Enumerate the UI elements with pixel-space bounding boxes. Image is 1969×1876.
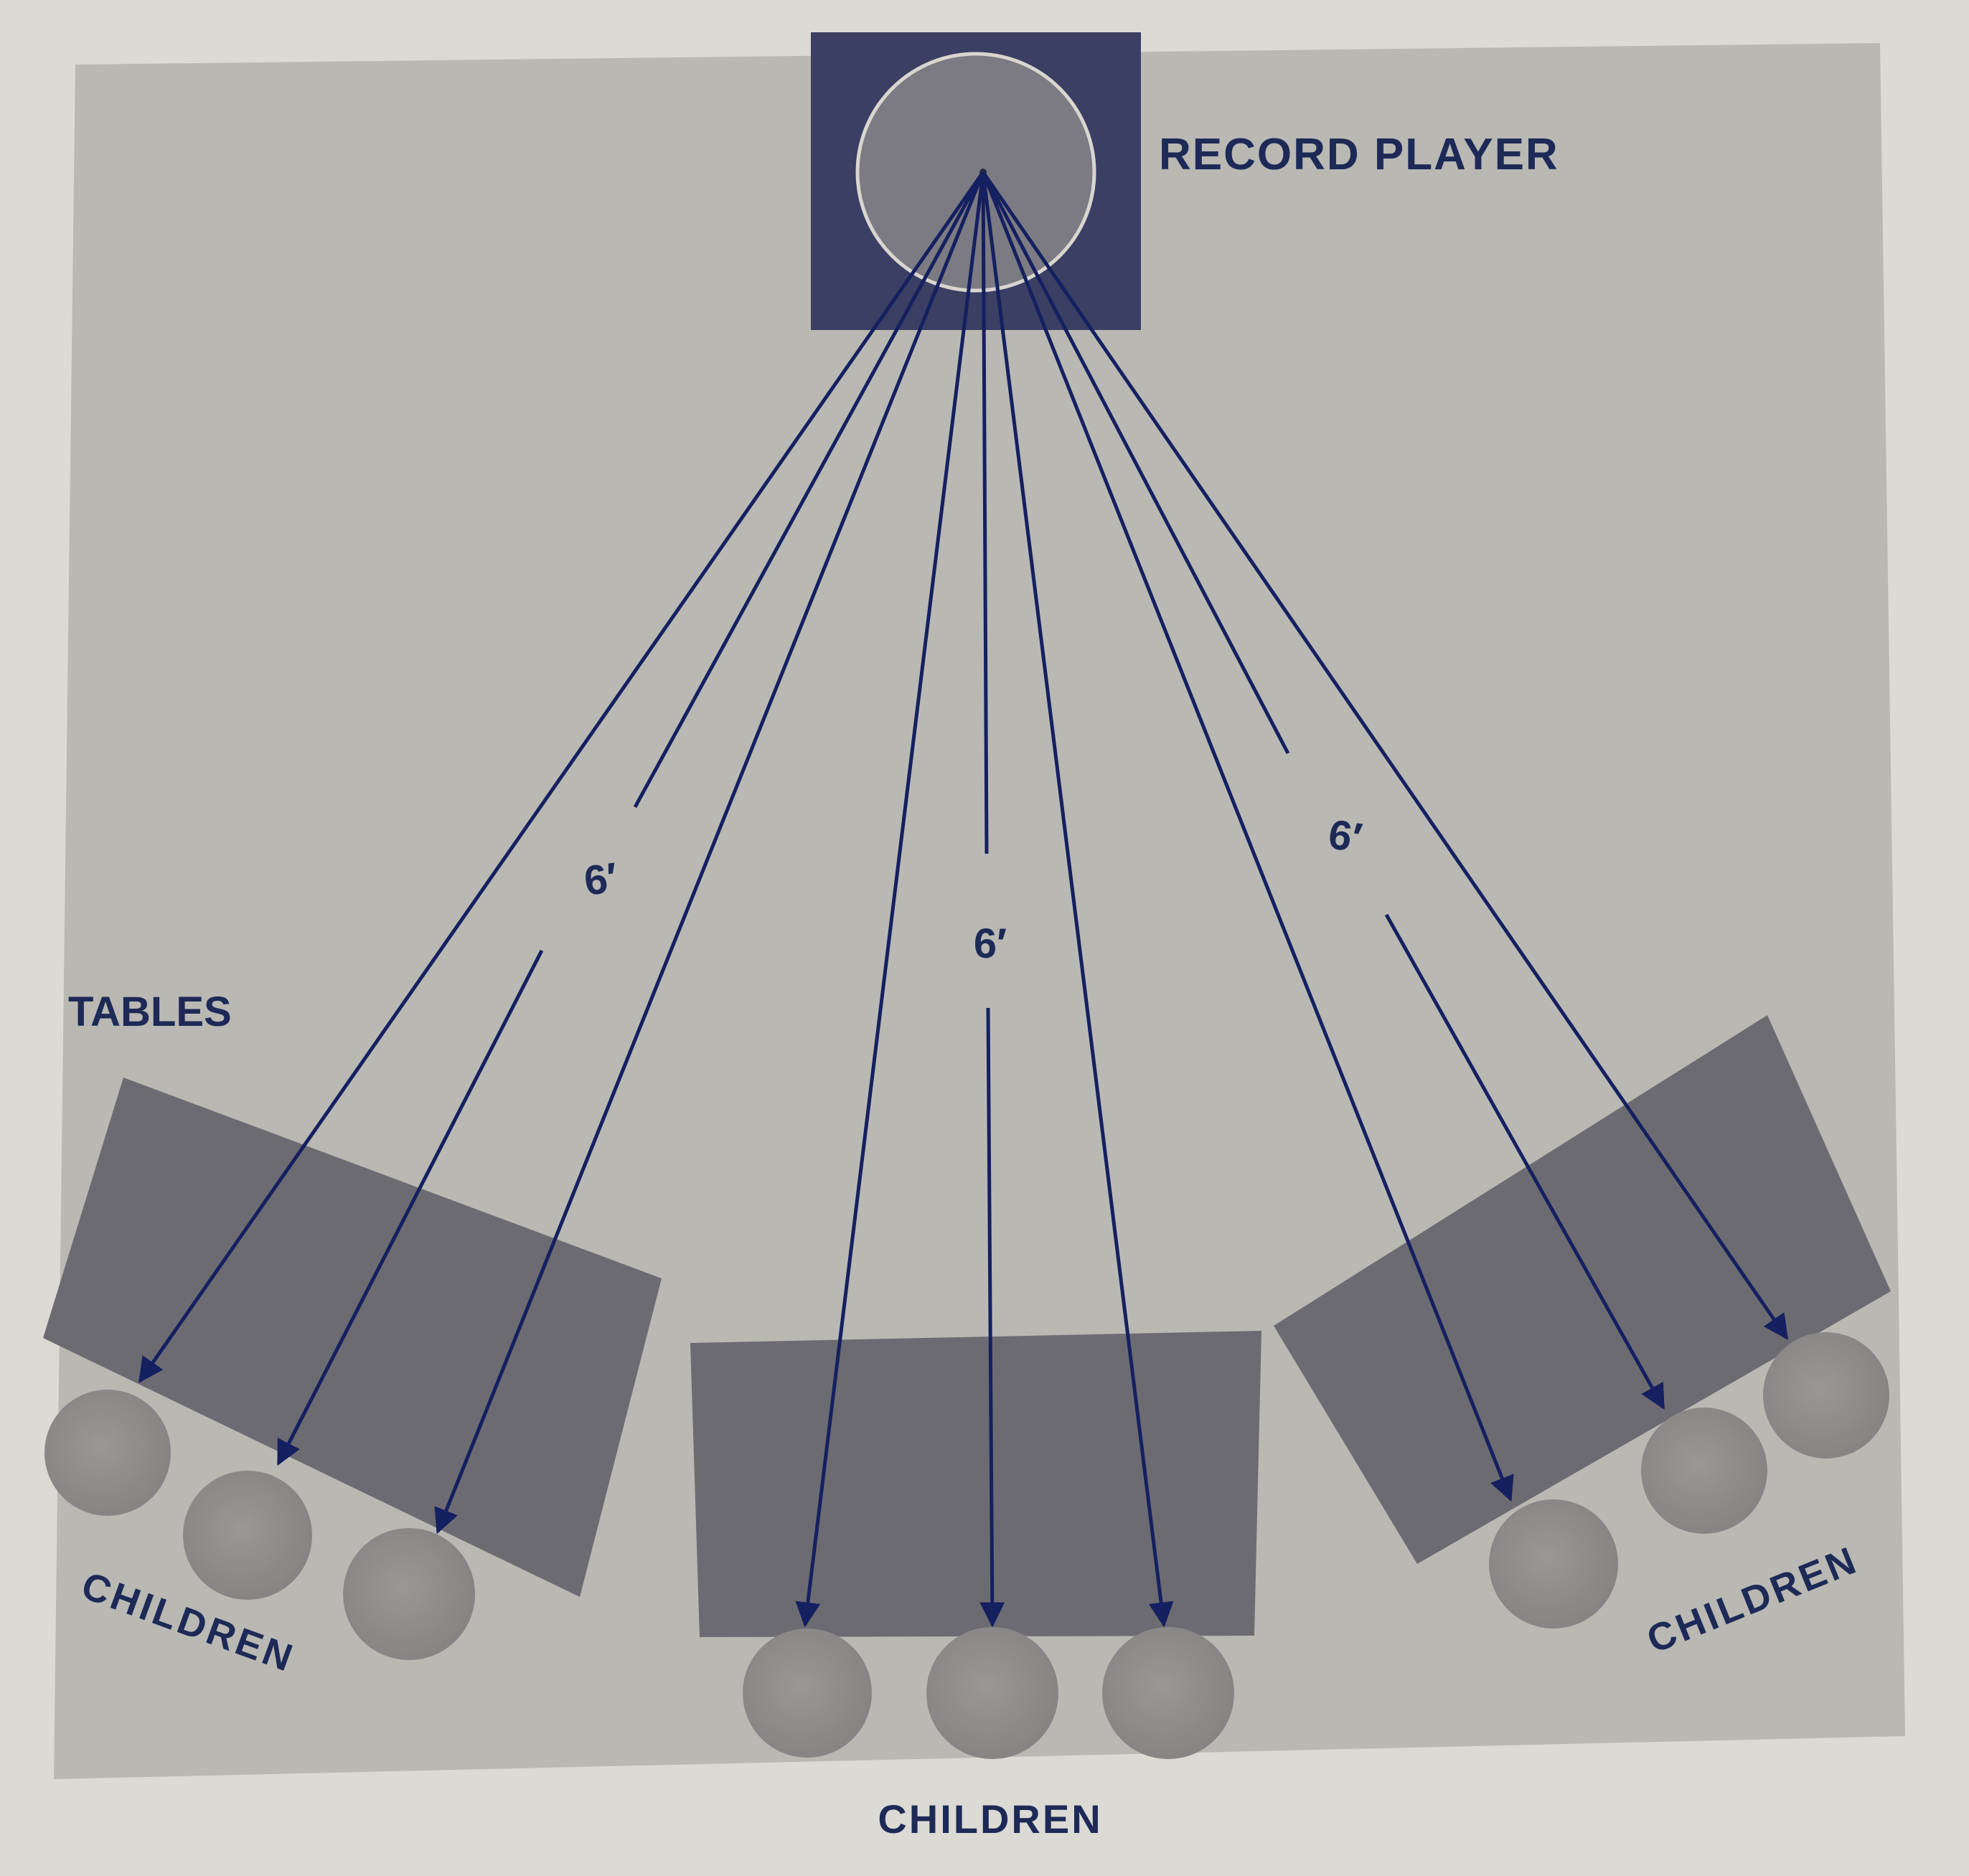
distance-label-center: 6′	[974, 920, 1007, 967]
sound-line-to-child	[276, 949, 544, 1466]
children-right-group	[1489, 1332, 1889, 1628]
sound-line-to-child	[795, 171, 985, 1628]
child-seat	[743, 1628, 872, 1758]
child-seat	[1489, 1499, 1618, 1628]
record-player-label: RECORD PLAYER	[1159, 130, 1559, 179]
tables-label: TABLES	[68, 989, 232, 1035]
sound-line-to-child	[1384, 913, 1665, 1410]
child-seat	[1102, 1627, 1234, 1759]
sound-line-to-child	[979, 1007, 1005, 1628]
turntable-disc	[855, 52, 1096, 293]
sound-line-to-child	[434, 171, 985, 1535]
sound-line-to-child	[138, 171, 985, 1383]
child-seat	[926, 1627, 1058, 1759]
child-seat	[44, 1390, 171, 1516]
sound-line-to-child	[981, 171, 1514, 1502]
sound-line-segment	[633, 171, 985, 809]
children-label-center: CHILDREN	[878, 1796, 1102, 1842]
child-seat	[343, 1528, 475, 1660]
table-left	[43, 1078, 662, 1597]
child-seat	[183, 1471, 312, 1600]
child-seat	[1641, 1408, 1767, 1534]
sound-line-to-child	[981, 171, 1789, 1340]
distance-label-right: 6′	[1325, 811, 1365, 862]
table-right	[1274, 1015, 1891, 1564]
sound-line-to-child	[981, 171, 1174, 1628]
sound-lines	[138, 171, 1789, 1628]
children-center-group	[743, 1627, 1234, 1759]
distance-label-left: 6′	[581, 854, 621, 905]
sound-line-segment	[981, 171, 989, 854]
sound-line-segment	[981, 171, 1290, 755]
table-center	[690, 1331, 1261, 1637]
children-left-group	[44, 1390, 475, 1660]
child-seat	[1763, 1332, 1889, 1458]
